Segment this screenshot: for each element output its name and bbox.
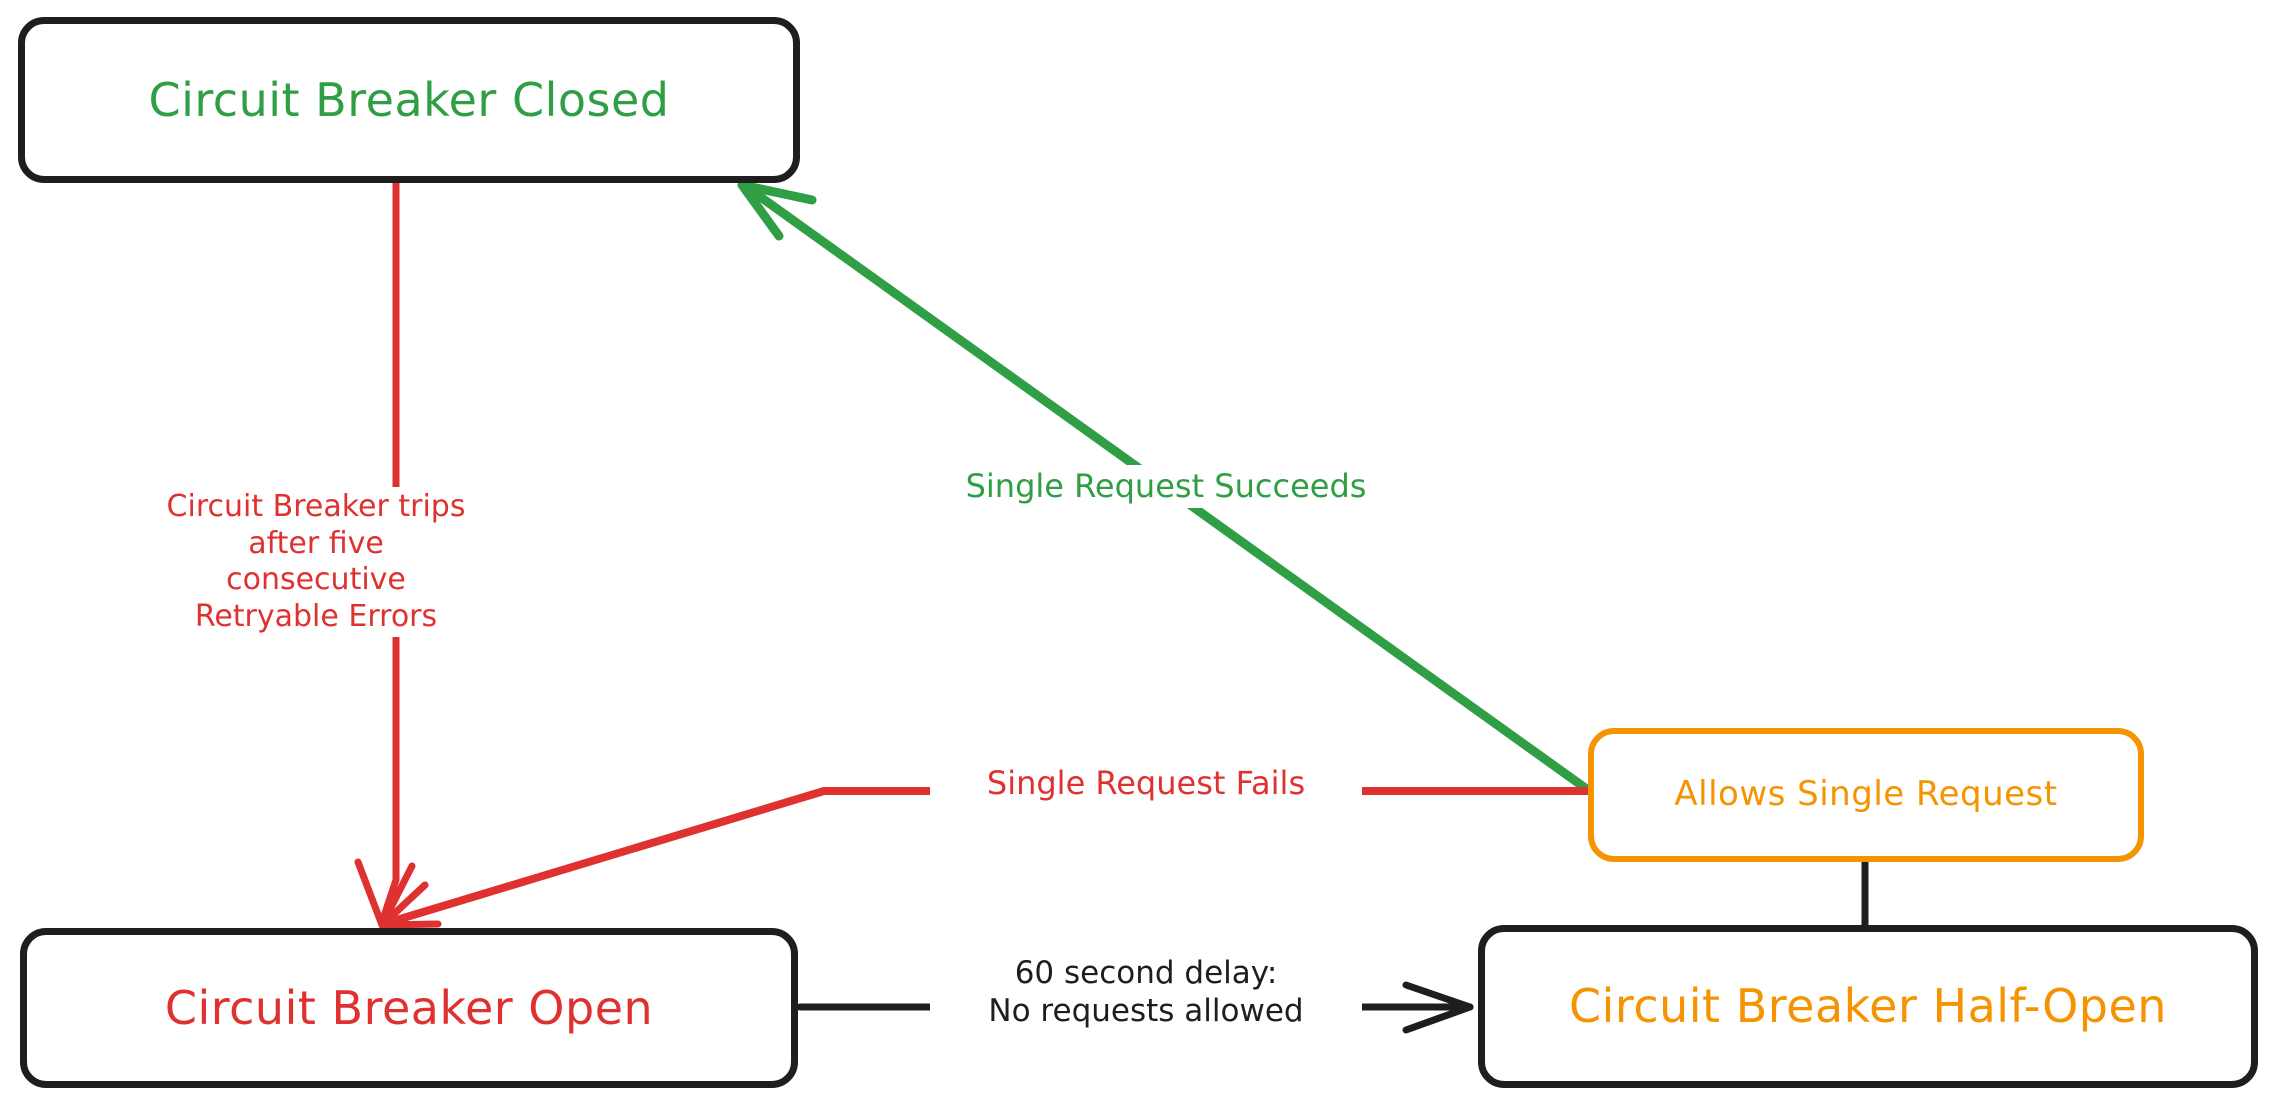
edge-label-allows-to-open: Single Request Fails: [930, 762, 1362, 806]
node-label-allows-single-request: Allows Single Request: [1674, 774, 2058, 815]
node-label-half-open: Circuit Breaker Half-Open: [1569, 979, 2167, 1034]
node-label-open: Circuit Breaker Open: [164, 980, 654, 1035]
node-circuit-breaker-open[interactable]: Circuit Breaker Open: [20, 928, 798, 1088]
node-circuit-breaker-half-open[interactable]: Circuit Breaker Half-Open: [1478, 925, 2258, 1088]
edge-allows-to-open: [378, 787, 1592, 929]
node-circuit-breaker-closed[interactable]: Circuit Breaker Closed: [18, 17, 800, 183]
edge-label-open-to-halfopen: 60 second delay: No requests allowed: [930, 953, 1362, 1033]
node-label-closed: Circuit Breaker Closed: [148, 72, 670, 127]
edge-label-allows-to-closed: Single Request Succeeds: [910, 465, 1422, 509]
edge-label-closed-to-open: Circuit Breaker trips after five consecu…: [160, 487, 472, 638]
node-allows-single-request[interactable]: Allows Single Request: [1588, 728, 2144, 862]
